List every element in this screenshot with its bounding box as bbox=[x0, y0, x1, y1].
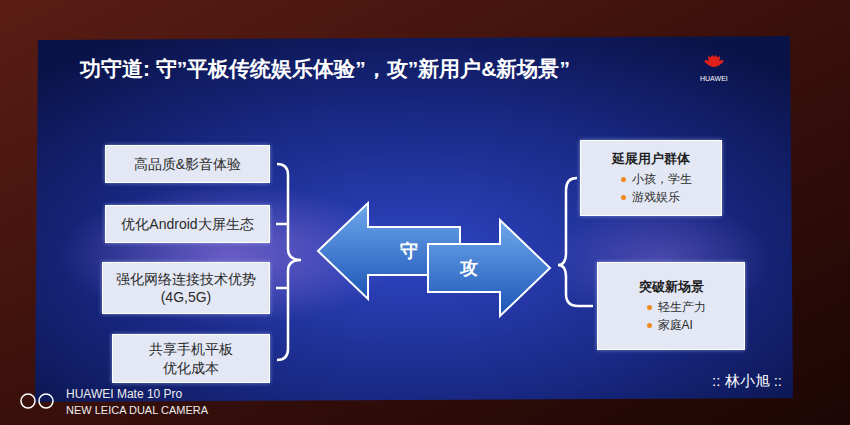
bullet-text: 游戏娱乐 bbox=[632, 189, 680, 206]
watermark: :: 林小旭 :: bbox=[712, 372, 782, 391]
target-box: 突破新场景轻生产力家庭AI bbox=[597, 262, 745, 350]
watermark: HUAWEI Mate 10 Pro bbox=[66, 387, 182, 401]
feature-box: 强化网络连接技术优势 (4G,5G) bbox=[102, 262, 270, 314]
bullet-dot bbox=[621, 177, 626, 182]
box-heading: 突破新场景 bbox=[637, 278, 706, 296]
bullet-row: 家庭AI bbox=[637, 317, 706, 334]
slide-title: 功守道: 守”平板传统娱乐体验”，攻”新用户&新场景” bbox=[80, 55, 570, 83]
bullet-row: 游戏娱乐 bbox=[611, 189, 692, 206]
box-text: 共享手机平板 优化成本 bbox=[143, 340, 239, 376]
arrow-text: 攻 bbox=[460, 256, 518, 280]
watermark: NEW LEICA DUAL CAMERA bbox=[66, 404, 208, 416]
logo-text: HUAWEI bbox=[700, 75, 728, 82]
bullet-dot bbox=[647, 305, 652, 310]
bracket bbox=[276, 164, 301, 360]
box-text: 强化网络连接技术优势 (4G,5G) bbox=[111, 270, 261, 306]
box-heading: 延展用户群体 bbox=[611, 150, 692, 168]
target-box: 延展用户群体小孩，学生游戏娱乐 bbox=[580, 140, 722, 216]
feature-box: 高品质&影音体验 bbox=[105, 145, 270, 183]
box-text: 高品质&影音体验 bbox=[134, 155, 241, 173]
bullet-row: 小孩，学生 bbox=[611, 171, 692, 188]
bullet-text: 家庭AI bbox=[658, 317, 693, 334]
box-text: 优化Android大屏生态 bbox=[121, 215, 253, 233]
bullet-dot bbox=[621, 195, 626, 200]
bullet-row: 轻生产力 bbox=[637, 299, 706, 316]
feature-box: 共享手机平板 优化成本 bbox=[112, 334, 270, 383]
camera-icon bbox=[21, 394, 35, 408]
arrow-outline bbox=[428, 220, 550, 316]
bullet-text: 小孩，学生 bbox=[632, 171, 692, 188]
bullet-dot bbox=[647, 323, 652, 328]
arrow-shape bbox=[428, 220, 550, 316]
camera-icon bbox=[39, 394, 53, 408]
arrow-text: 守 bbox=[360, 239, 418, 263]
bullet-text: 轻生产力 bbox=[658, 299, 706, 316]
slide-screen bbox=[35, 36, 793, 402]
feature-box: 优化Android大屏生态 bbox=[105, 205, 270, 243]
huawei-logo bbox=[703, 55, 724, 68]
direction-arrow: 攻 bbox=[428, 220, 550, 316]
